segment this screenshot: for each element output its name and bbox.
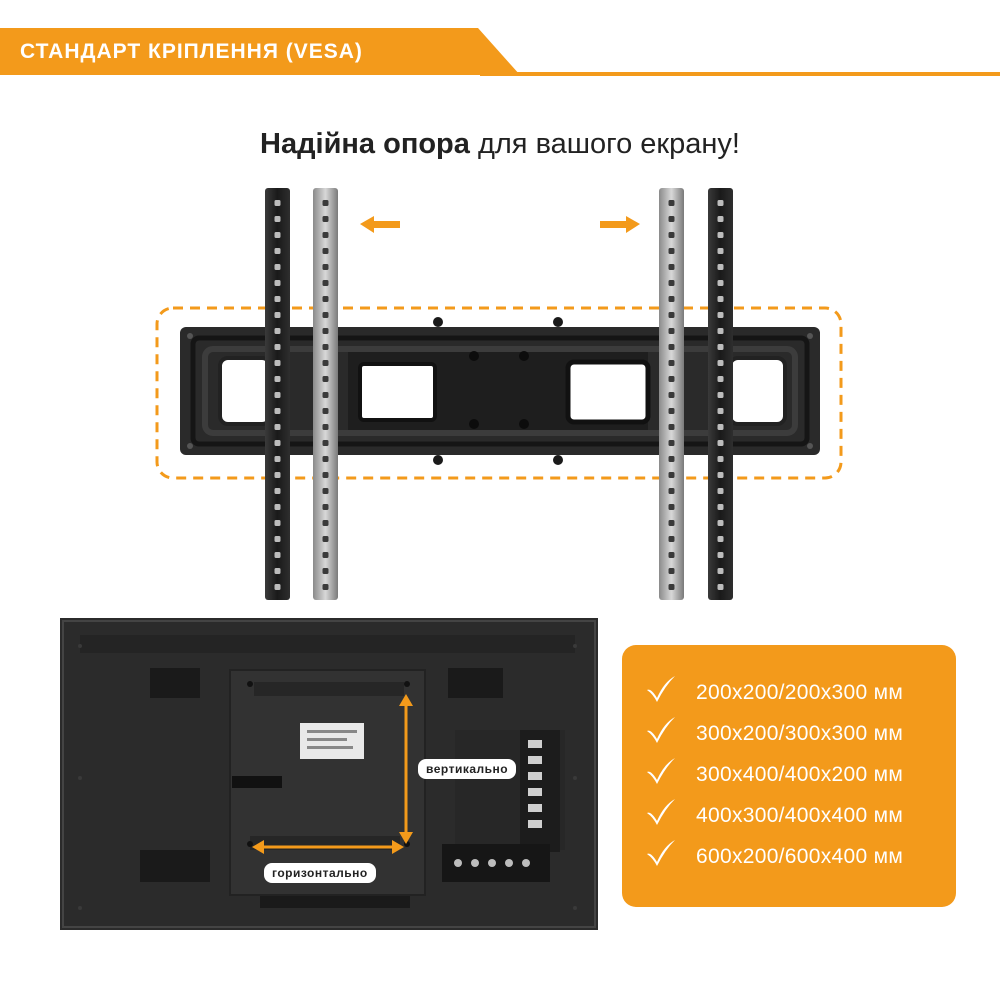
vertical-label: вертикально: [418, 759, 517, 779]
vesa-spec-text: 200x200/200x300 мм: [696, 681, 904, 704]
vesa-spec-text: 300x400/400x200 мм: [696, 763, 904, 786]
vesa-spec-list: 200x200/200x300 мм 300x200/300x300 мм 300x…: [622, 672, 956, 877]
horizontal-label: горизонтально: [264, 863, 376, 883]
vesa-spec-item: 300x200/300x300 мм: [622, 713, 956, 754]
vesa-spec-text: 300x200/300x300 мм: [696, 722, 904, 745]
vesa-spec-item: 400x300/400x400 мм: [622, 795, 956, 836]
check-icon: [647, 676, 675, 702]
check-icon: [647, 758, 675, 784]
bracket-image: [0, 180, 1000, 610]
header-banner: [0, 28, 1000, 78]
vesa-spec-item: 300x400/400x200 мм: [622, 754, 956, 795]
subtitle: Надійна опора для вашого екрану!: [0, 128, 1000, 161]
header-title: СТАНДАРТ КРІПЛЕННЯ (VESA): [20, 40, 363, 63]
vesa-spec-text: 600x200/600x400 мм: [696, 845, 904, 868]
check-icon: [647, 799, 675, 825]
subtitle-bold: Надійна опора: [260, 128, 470, 160]
check-icon: [647, 717, 675, 743]
vesa-spec-text: 400x300/400x400 мм: [696, 804, 904, 827]
check-icon: [647, 840, 675, 866]
subtitle-rest: для вашого екрану!: [469, 128, 740, 160]
vesa-spec-item: 200x200/200x300 мм: [622, 672, 956, 713]
vesa-spec-item: 600x200/600x400 мм: [622, 836, 956, 877]
vesa-spec-card: 200x200/200x300 мм 300x200/300x300 мм 300x…: [622, 645, 956, 907]
tv-back-image: [60, 618, 598, 948]
